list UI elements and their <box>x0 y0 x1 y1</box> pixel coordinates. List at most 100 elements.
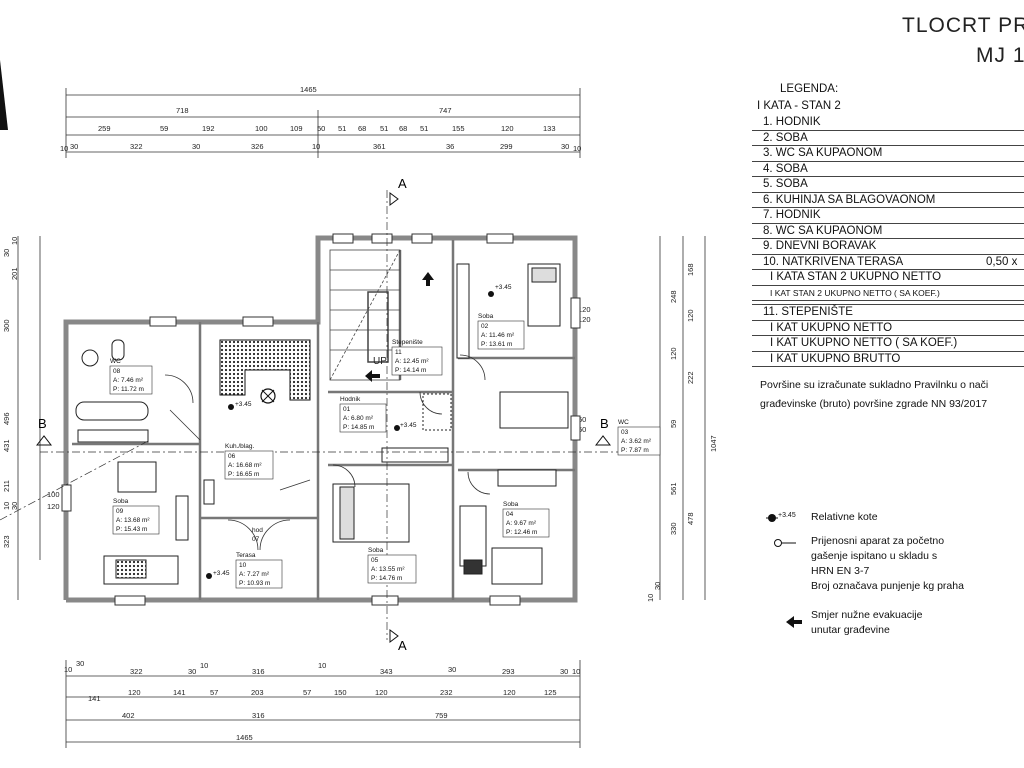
room-area: A: 7.27 m² <box>239 571 270 578</box>
room-num: 10 <box>239 562 247 569</box>
dim-text: 361 <box>373 142 386 151</box>
extinguisher-line: HRN EN 3-7 <box>811 565 870 577</box>
legend-value: 0,50 x <box>986 255 1018 268</box>
dim-text: 30 <box>10 502 19 510</box>
legend-label: 2. SOBA <box>763 131 808 144</box>
level-tag: +3.45 <box>400 422 417 429</box>
evacuation-legend: Smjer nužne evakuacije unutar građevine <box>811 608 922 638</box>
stairs-up-label: UP <box>373 356 387 367</box>
evacuation-arrows <box>365 272 434 382</box>
dim-text: 30 <box>653 582 662 590</box>
legend-label: 6. KUHINJA SA BLAGOVAONOM <box>763 193 936 206</box>
room-name: Terasa <box>236 552 256 559</box>
dim-text: 1047 <box>709 435 718 452</box>
dim-text: 100 <box>47 490 60 499</box>
dim-text: 51 <box>380 124 388 133</box>
legend-floor-net: I KAT UKUPNO NETTO <box>752 321 1024 336</box>
room-name: Soba <box>503 501 519 508</box>
dim-text: 100 <box>255 124 268 133</box>
extinguisher-line: Broj označava punjenje kg praha <box>811 580 964 592</box>
room-perimeter: P: 13.61 m <box>481 341 512 348</box>
room-name: hod <box>252 527 263 534</box>
room-tag-05: Soba 05 A: 13.55 m² P: 14.76 m <box>367 547 417 584</box>
staircase <box>329 249 401 381</box>
dim-top-row4: 10 30 322 30 326 10 361 36 299 30 10 <box>60 142 581 153</box>
legend-label: 4. SOBA <box>763 162 808 175</box>
room-perimeter: P: 16.65 m <box>228 471 259 478</box>
dim-text: 155 <box>452 124 465 133</box>
dim-text: 51 <box>338 124 346 133</box>
dim-text: 120 <box>375 688 388 697</box>
furniture <box>75 263 569 585</box>
level-markers <box>206 291 494 579</box>
room-tag-03: WC 03 A: 3.62 m² P: 7.87 m <box>617 419 661 456</box>
legend-label: 3. WC SA KUPAONOM <box>763 147 883 159</box>
dim-text: 402 <box>122 711 135 720</box>
legend-stairs: 11. STEPENIŠTE <box>752 304 1024 321</box>
room-perimeter: P: 11.72 m <box>113 386 144 393</box>
dim-text: 203 <box>251 688 264 697</box>
legend-floor-net-coef: I KAT UKUPNO NETTO ( SA KOEF.) <box>752 336 1024 352</box>
section-arrow-a-bottom <box>389 629 399 643</box>
dim-text: 561 <box>669 482 678 495</box>
dim-text: 125 <box>544 688 557 697</box>
dim-text: 222 <box>686 371 695 384</box>
section-line-b <box>0 439 640 521</box>
dim-bottom-row3: 402 316 759 <box>122 711 448 720</box>
legend-label: 9. DNEVNI BORAVAK <box>763 240 877 252</box>
dim-text: 10 <box>646 594 655 602</box>
dim-bottom-row1: 10 30 322 30 10 316 10 343 30 293 30 10 <box>64 659 580 676</box>
room-area: A: 9.67 m² <box>506 520 537 527</box>
kitchen-counter <box>219 339 311 404</box>
dim-top-row3: 259 59 192 100 109 50 51 68 51 68 51 155… <box>98 124 556 133</box>
room-area: A: 3.62 m² <box>621 438 652 445</box>
fire-extinguisher-icon <box>774 539 796 547</box>
dim-text: 36 <box>446 142 454 151</box>
dim-text: 133 <box>543 124 556 133</box>
dim-text: 293 <box>502 667 515 676</box>
dim-text: 330 <box>669 522 678 535</box>
room-area: A: 16.68 m² <box>228 462 262 469</box>
dim-text: 120 <box>578 305 591 314</box>
dim-text: 30 <box>2 249 11 257</box>
legend-label: 10. NATKRIVENA TERASA <box>763 255 904 268</box>
bottom-dimension-lines <box>65 660 581 748</box>
dim-text: 120 <box>501 124 514 133</box>
dim-text: 30 <box>561 142 569 151</box>
room-perimeter: P: 15.43 m <box>116 526 147 533</box>
room-tag-07: hod 07 <box>252 527 263 543</box>
room-name: Soba <box>113 498 129 505</box>
top-dimension-lines <box>65 88 581 158</box>
legend-row: 7. HODNIK <box>752 208 1024 224</box>
door-swings <box>164 354 491 551</box>
dim-text: 322 <box>130 667 143 676</box>
dim-text: 60 <box>578 425 586 434</box>
room-name: Hodnik <box>340 396 361 403</box>
interior-walls <box>72 240 575 600</box>
legend-table: 1. HODNIK 2. SOBA 3. WC SA KUPAONOM 4. S… <box>752 115 1024 367</box>
room-name: Kuh./blag. <box>225 443 254 450</box>
legend-row: 9. DNEVNI BORAVAK <box>752 239 1024 255</box>
extinguisher-legend: Prijenosni aparat za početno gašenje isp… <box>811 534 964 594</box>
room-perimeter: P: 14.76 m <box>371 575 402 582</box>
section-label-a-bottom: A <box>398 638 407 653</box>
section-label-b-right: B <box>600 416 609 431</box>
room-tag-11: Stepenište 11 A: 12.45 m² P: 14.14 m <box>391 339 443 376</box>
window-marks <box>61 233 581 606</box>
legend-label: 8. WC SA KUPAONOM <box>763 224 883 237</box>
evacuation-line: unutar građevine <box>811 624 890 636</box>
dim-text: 259 <box>98 124 111 133</box>
dim-text: 478 <box>686 512 695 525</box>
room-area: A: 13.68 m² <box>116 517 150 524</box>
note-line: Površine su izračunate sukladno Pravilnk… <box>760 379 989 391</box>
dim-text: 431 <box>2 439 11 452</box>
room-area: A: 13.55 m² <box>371 566 405 573</box>
room-area: A: 7.46 m² <box>113 377 144 384</box>
partial-drawing-mark <box>0 60 8 130</box>
dim-text: 30 <box>192 142 200 151</box>
dim-text: 59 <box>160 124 168 133</box>
room-area: A: 6.80 m² <box>343 415 374 422</box>
evacuation-line: Smjer nužne evakuacije <box>811 609 923 621</box>
extinguisher-line: gašenje ispitano u skladu s <box>811 550 938 562</box>
legend-row: 1. HODNIK <box>752 115 1024 131</box>
